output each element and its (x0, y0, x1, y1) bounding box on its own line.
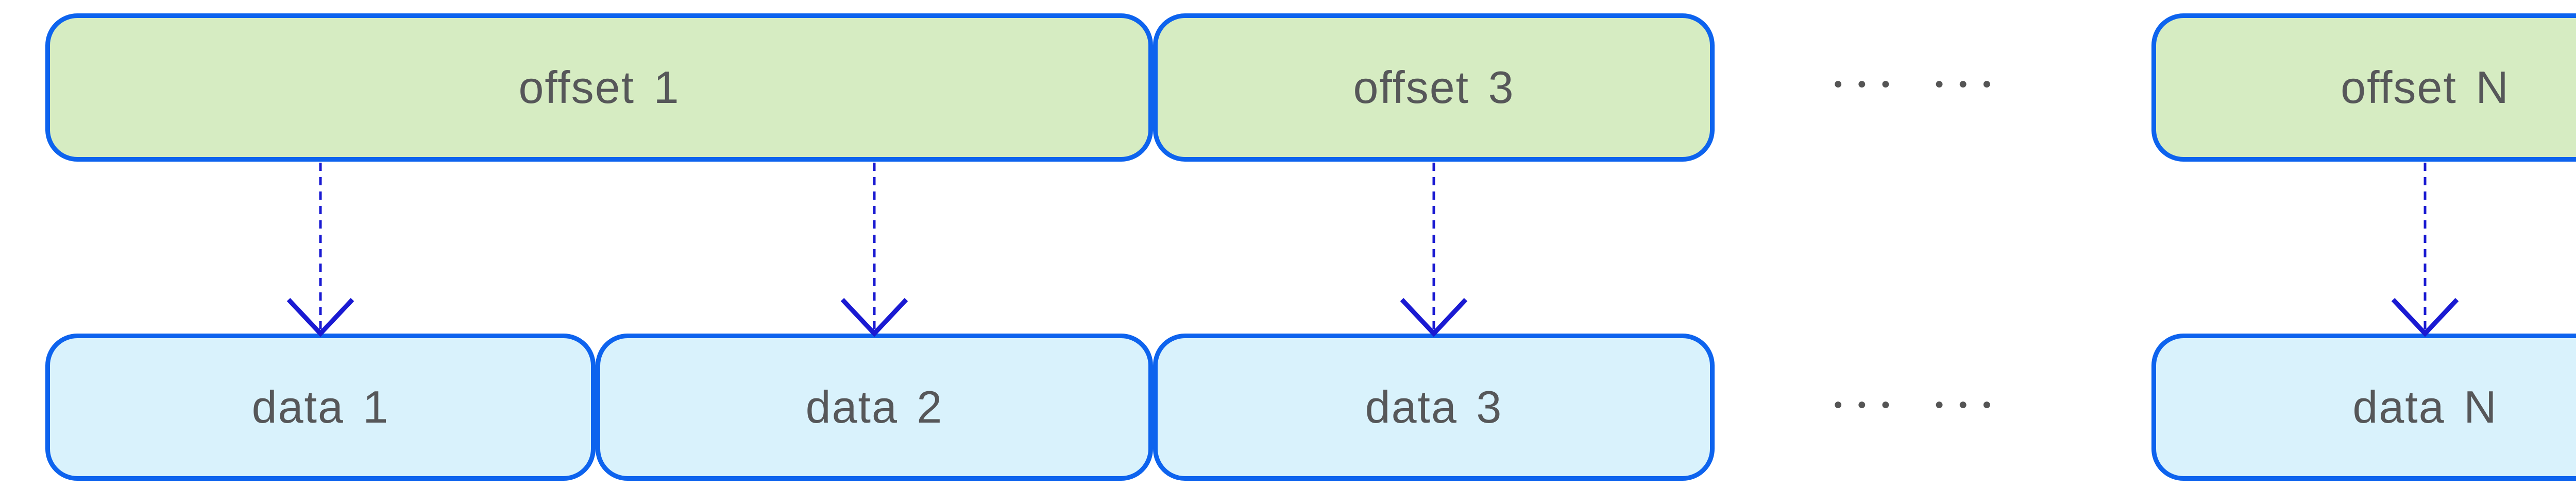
dots-group: ●●● (1935, 396, 2006, 413)
dots-group: ●●● (1935, 75, 2006, 92)
arrow-offset-1-to-data-1 (286, 163, 354, 337)
arrowhead-icon (2391, 298, 2459, 337)
node-label: data 2 (805, 381, 943, 432)
arrowhead-icon (286, 298, 354, 337)
node-data-N: data N (2151, 334, 2576, 481)
node-offset-N: offset N (2151, 13, 2576, 162)
dots-group: ●●● (1833, 396, 1905, 413)
dots-group: ●●● (1833, 75, 1905, 92)
arrow-offset-3-to-data-3 (1400, 163, 1468, 337)
ellipsis-top: ●●● ●●● (1822, 71, 2018, 97)
arrow-offset-1-to-data-2 (840, 163, 908, 337)
node-label: offset N (2341, 62, 2510, 113)
ellipsis-bottom: ●●● ●●● (1822, 392, 2018, 417)
node-offset-3: offset 3 (1153, 13, 1715, 162)
node-data-3: data 3 (1153, 334, 1715, 481)
node-data-1: data 1 (45, 334, 596, 481)
node-offset-1: offset 1 (45, 13, 1153, 162)
arrowhead-icon (1400, 298, 1468, 337)
arrowhead-icon (840, 298, 908, 337)
node-data-2: data 2 (596, 334, 1153, 481)
node-label: offset 3 (1353, 62, 1515, 113)
node-label: offset 1 (518, 62, 680, 113)
arrow-offset-N-to-data-N (2391, 163, 2459, 337)
node-label: data 1 (251, 381, 389, 432)
node-label: data 3 (1365, 381, 1503, 432)
node-label: data N (2352, 381, 2498, 432)
